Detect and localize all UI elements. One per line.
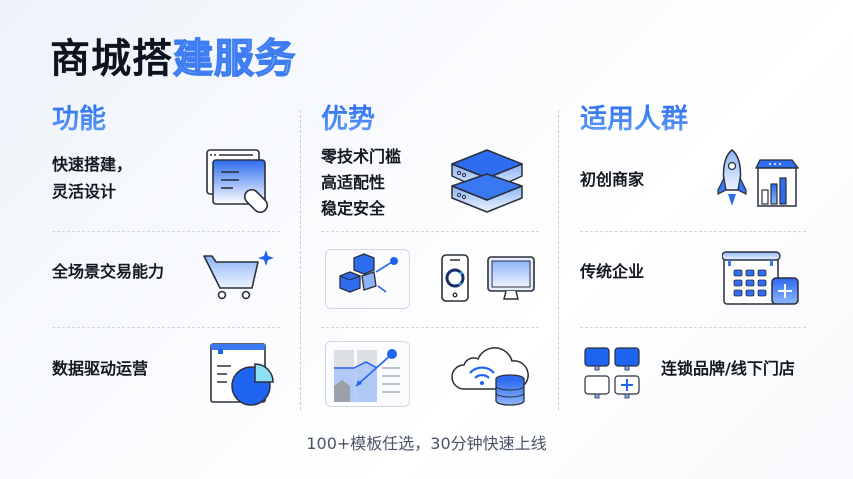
- store-network-add-icon: [584, 347, 640, 399]
- calendar-add-icon: [722, 251, 799, 305]
- column-divider: [558, 110, 559, 410]
- browser-window-click-icon: [206, 149, 269, 214]
- feature-item-text: 数据驱动运营: [52, 359, 149, 378]
- heading-advantages: 优势: [321, 102, 375, 138]
- feature-line: 快速搭建，: [52, 155, 133, 174]
- rocket-store-icon: [717, 149, 800, 207]
- audience-item-text: 初创商家: [580, 170, 645, 189]
- server-stack-icon: [451, 149, 523, 213]
- title-dark-part: 商城搭: [50, 36, 173, 82]
- page-title: 商城搭建服务: [50, 34, 296, 84]
- row-divider: [52, 327, 280, 328]
- row-divider: [321, 327, 539, 328]
- row-divider: [52, 231, 280, 232]
- audience-item-text: 传统企业: [580, 262, 645, 281]
- feature-line: 灵活设计: [52, 182, 117, 201]
- shopping-cart-sparkle-icon: [203, 250, 274, 300]
- cloud-database-wifi-icon: [451, 347, 529, 406]
- heading-audience: 适用人群: [580, 102, 688, 138]
- analytics-report-card: [325, 341, 410, 407]
- analytics-report-icon: [334, 349, 400, 402]
- row-divider: [321, 231, 539, 232]
- feature-item-text: 快速搭建， 灵活设计: [52, 151, 132, 205]
- advantage-item-text: 零技术门槛 高适配性 稳定安全: [321, 144, 401, 222]
- cubes-network-icon: [339, 253, 398, 293]
- footer-tagline: 100+模板任选，30分钟快速上线: [306, 434, 547, 453]
- cubes-network-card: [325, 249, 410, 309]
- advantage-line: 高适配性: [321, 173, 386, 192]
- advantage-line: 零技术门槛: [321, 147, 402, 166]
- row-divider: [580, 231, 806, 232]
- row-divider: [580, 327, 806, 328]
- audience-item-text: 连锁品牌/线下门店: [661, 359, 795, 378]
- title-outline-part: 建服务: [172, 35, 296, 82]
- dashboard-pie-chart-icon: [210, 343, 274, 406]
- desktop-monitor-icon: [487, 256, 535, 300]
- mobile-phone-icon: [441, 254, 469, 302]
- advantage-line: 稳定安全: [321, 199, 386, 218]
- heading-features: 功能: [52, 102, 106, 138]
- feature-item-text: 全场景交易能力: [52, 262, 165, 281]
- column-divider: [300, 110, 301, 410]
